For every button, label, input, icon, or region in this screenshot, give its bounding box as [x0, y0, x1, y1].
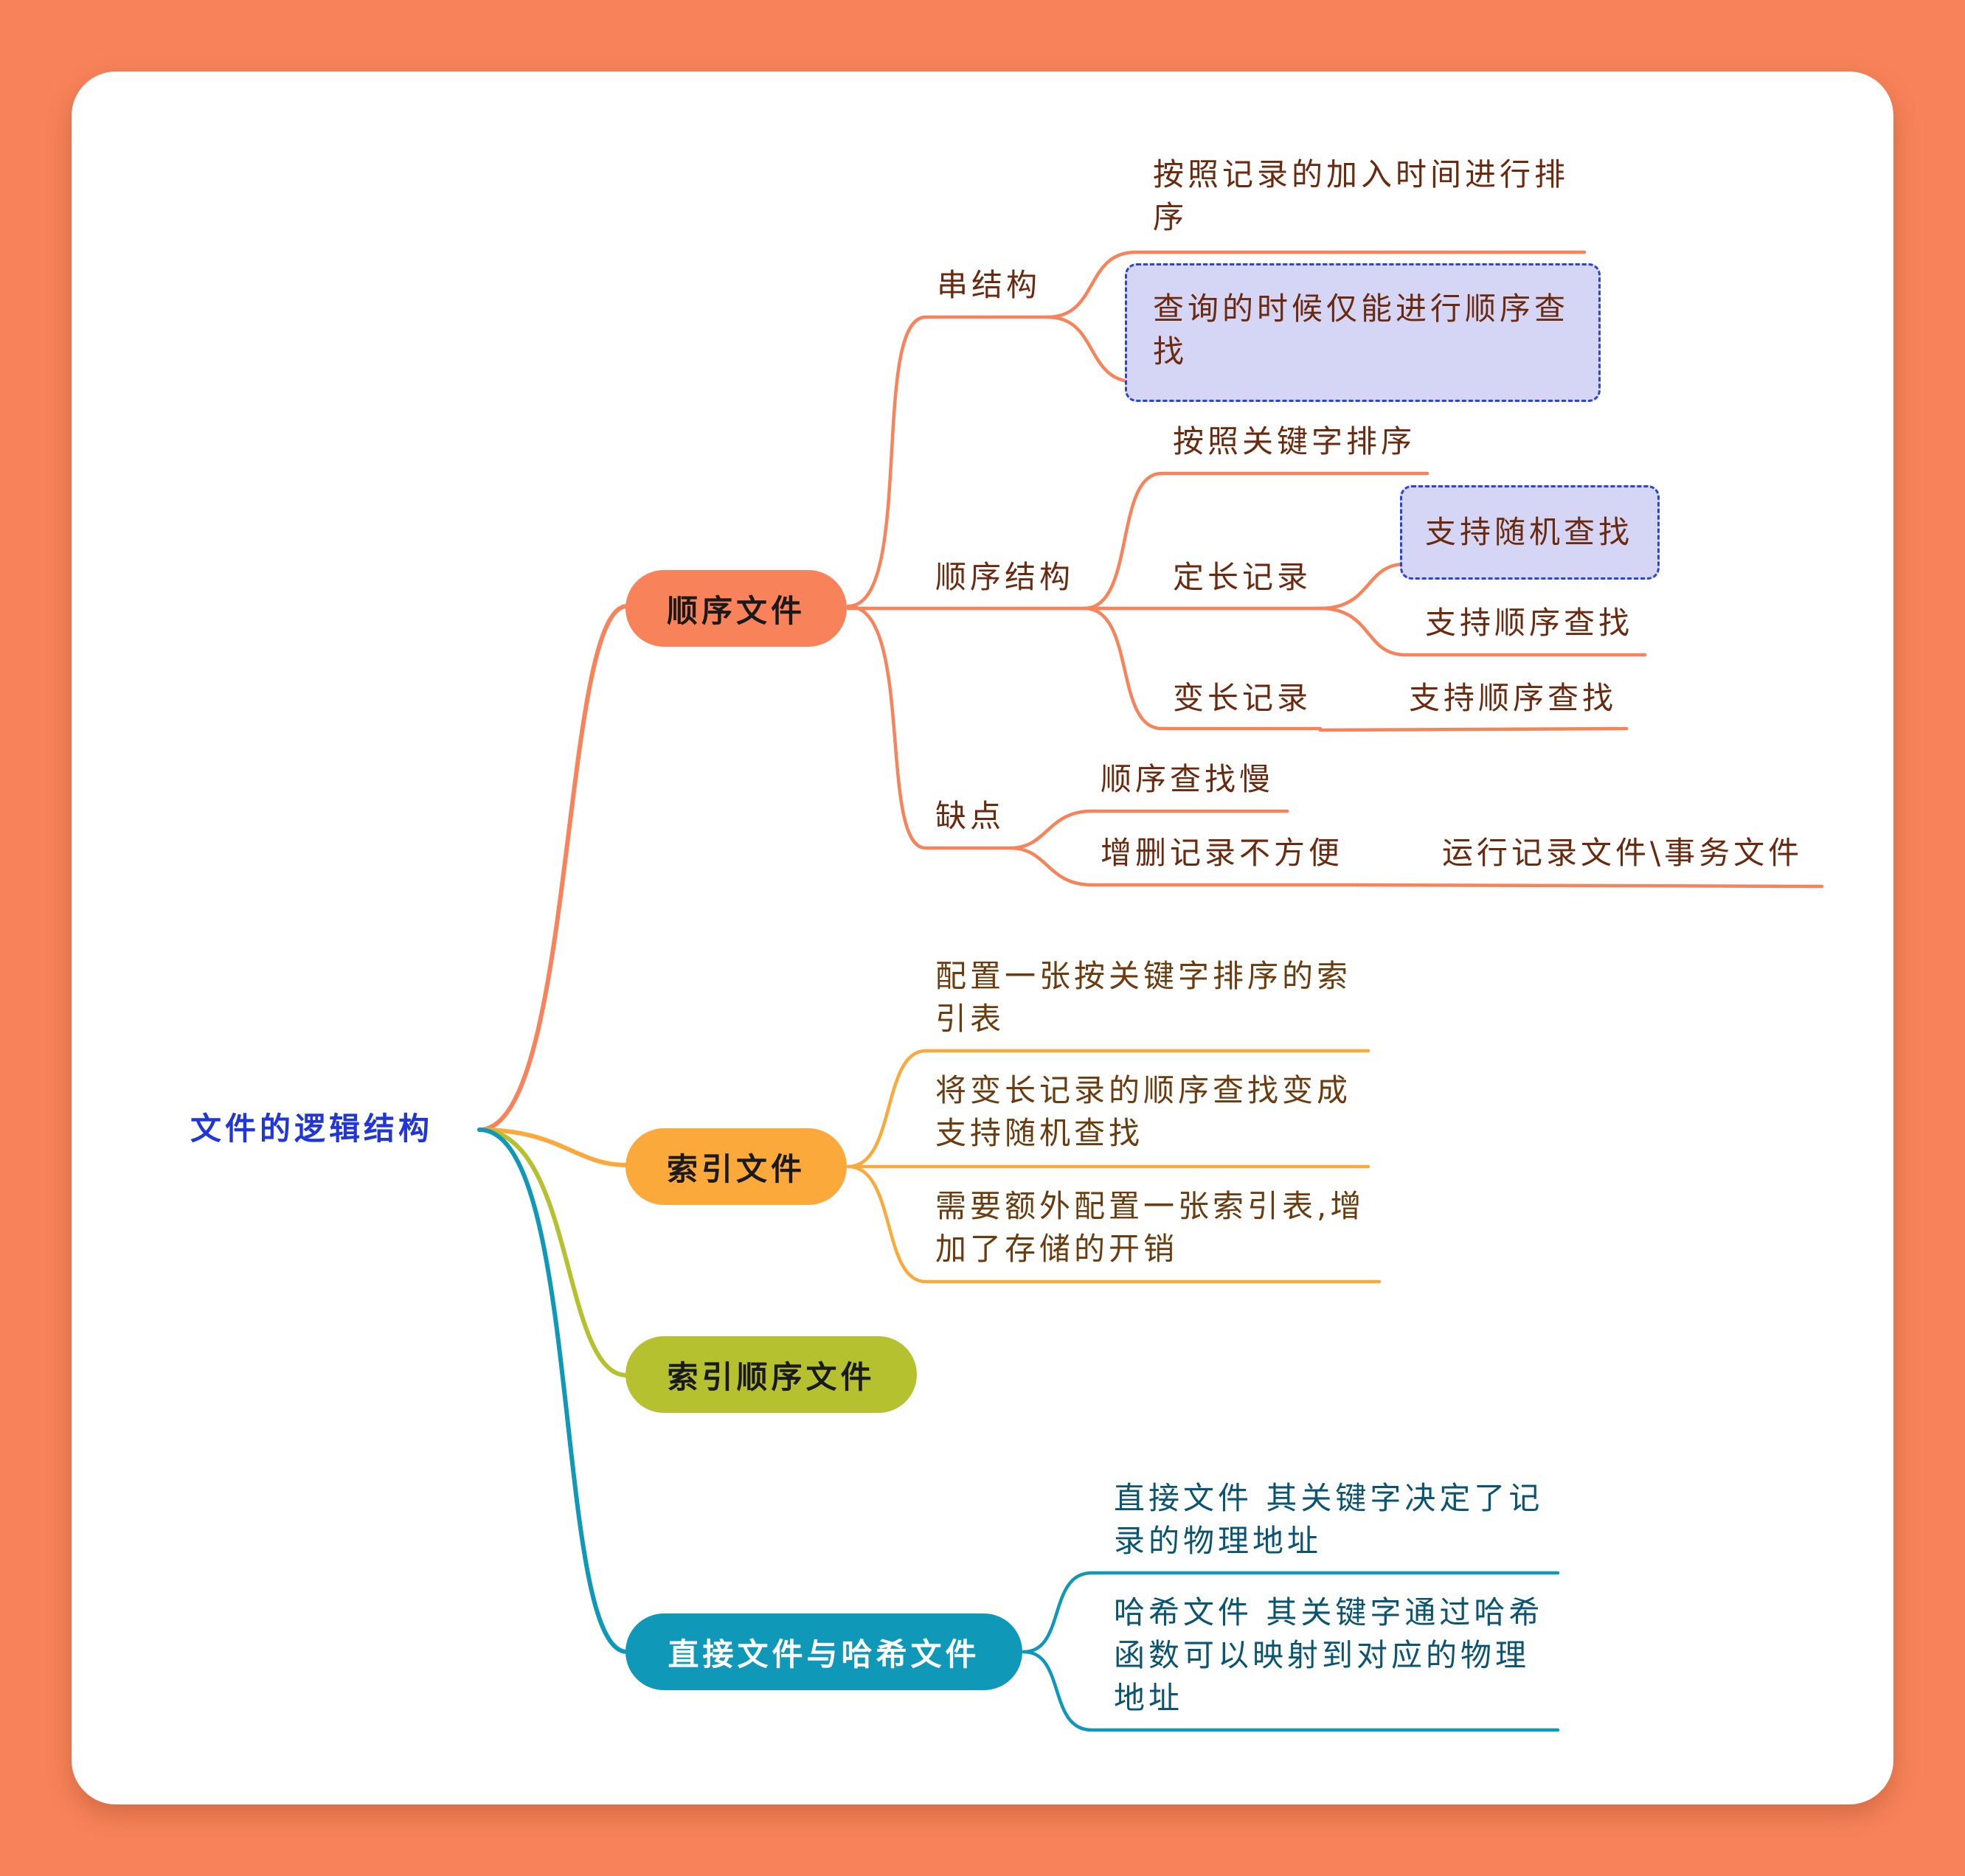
node-text: 加了存储的开销 — [935, 1231, 1179, 1267]
node-text: 哈希文件 其关键字通过哈希 — [1114, 1594, 1544, 1630]
node-text: 查询的时候仅能进行顺序查 — [1153, 291, 1570, 327]
node-text: 配置一张按关键字排序的索 — [935, 958, 1352, 994]
node-slow-sequential-search[interactable]: 顺序查找慢 — [1101, 761, 1275, 797]
link-root-index — [477, 1128, 629, 1167]
node-text: 录的物理地址 — [1114, 1523, 1323, 1559]
node-fixed-sequential-access[interactable]: 支持顺序查找 — [1425, 605, 1634, 641]
node-string-sort-by-time-l1[interactable]: 按照记录的加入时间进行排序 — [1153, 153, 1569, 239]
node-index-storage-cost[interactable]: 需要额外配置一张索引表,增加了存储的开销 — [935, 1185, 1365, 1271]
node-drawbacks[interactable]: 缺点 — [935, 798, 1005, 834]
link-root-sequential — [477, 604, 629, 1132]
node-direct-file[interactable]: 直接文件 其关键字决定了记录的物理地址 — [1114, 1477, 1543, 1563]
node-sequential-structure[interactable]: 顺序结构 — [935, 559, 1075, 595]
branch-sequential-file[interactable]: 顺序文件 — [625, 570, 847, 647]
node-sort-by-key[interactable]: 按照关键字排序 — [1173, 423, 1416, 459]
node-text: 引表 — [935, 1001, 1005, 1037]
node-string-sequential-only[interactable]: 查询的时候仅能进行顺序查找 — [1153, 288, 1569, 373]
highlight-box-sequential-only — [1125, 263, 1601, 402]
node-text: 地址 — [1114, 1680, 1184, 1716]
node-text: 直接文件 其关键字决定了记 — [1114, 1480, 1544, 1516]
node-variable-sequential-access[interactable]: 支持顺序查找 — [1409, 680, 1618, 716]
node-text: 支持随机查找 — [935, 1115, 1144, 1151]
node-text: 将变长记录的顺序查找变成 — [935, 1072, 1352, 1108]
highlight-box-random-access — [1400, 485, 1660, 580]
node-inconvenient-insert-delete[interactable]: 增删记录不方便 — [1101, 835, 1344, 871]
node-text: 函数可以映射到对应的物理 — [1114, 1637, 1531, 1673]
node-index-table[interactable]: 配置一张按关键字排序的索引表 — [935, 955, 1351, 1041]
node-hash-file[interactable]: 哈希文件 其关键字通过哈希函数可以映射到对应的物理地址 — [1114, 1591, 1543, 1720]
node-text: 找 — [1153, 333, 1188, 369]
root-node[interactable]: 文件的逻辑结构 — [190, 1111, 434, 1147]
node-text: 按照记录的加入时间进行排 — [1153, 156, 1570, 192]
link-root-hash — [477, 1128, 629, 1654]
node-log-transaction-file[interactable]: 运行记录文件\事务文件 — [1442, 835, 1803, 871]
node-fixed-length-record[interactable]: 定长记录 — [1173, 559, 1312, 595]
node-variable-length-record[interactable]: 变长记录 — [1173, 680, 1312, 716]
node-text: 序 — [1153, 199, 1188, 235]
node-fixed-random-access[interactable]: 支持随机查找 — [1425, 514, 1634, 550]
node-string-structure[interactable]: 串结构 — [937, 267, 1042, 303]
node-text: 需要额外配置一张索引表,增 — [935, 1188, 1365, 1224]
link-root-indexseq — [477, 1128, 629, 1378]
branch-direct-hash-file[interactable]: 直接文件与哈希文件 — [625, 1613, 1022, 1690]
branch-index-sequential-file[interactable]: 索引顺序文件 — [625, 1336, 917, 1413]
branch-index-file[interactable]: 索引文件 — [625, 1128, 847, 1205]
node-index-random-access[interactable]: 将变长记录的顺序查找变成支持随机查找 — [935, 1069, 1351, 1155]
